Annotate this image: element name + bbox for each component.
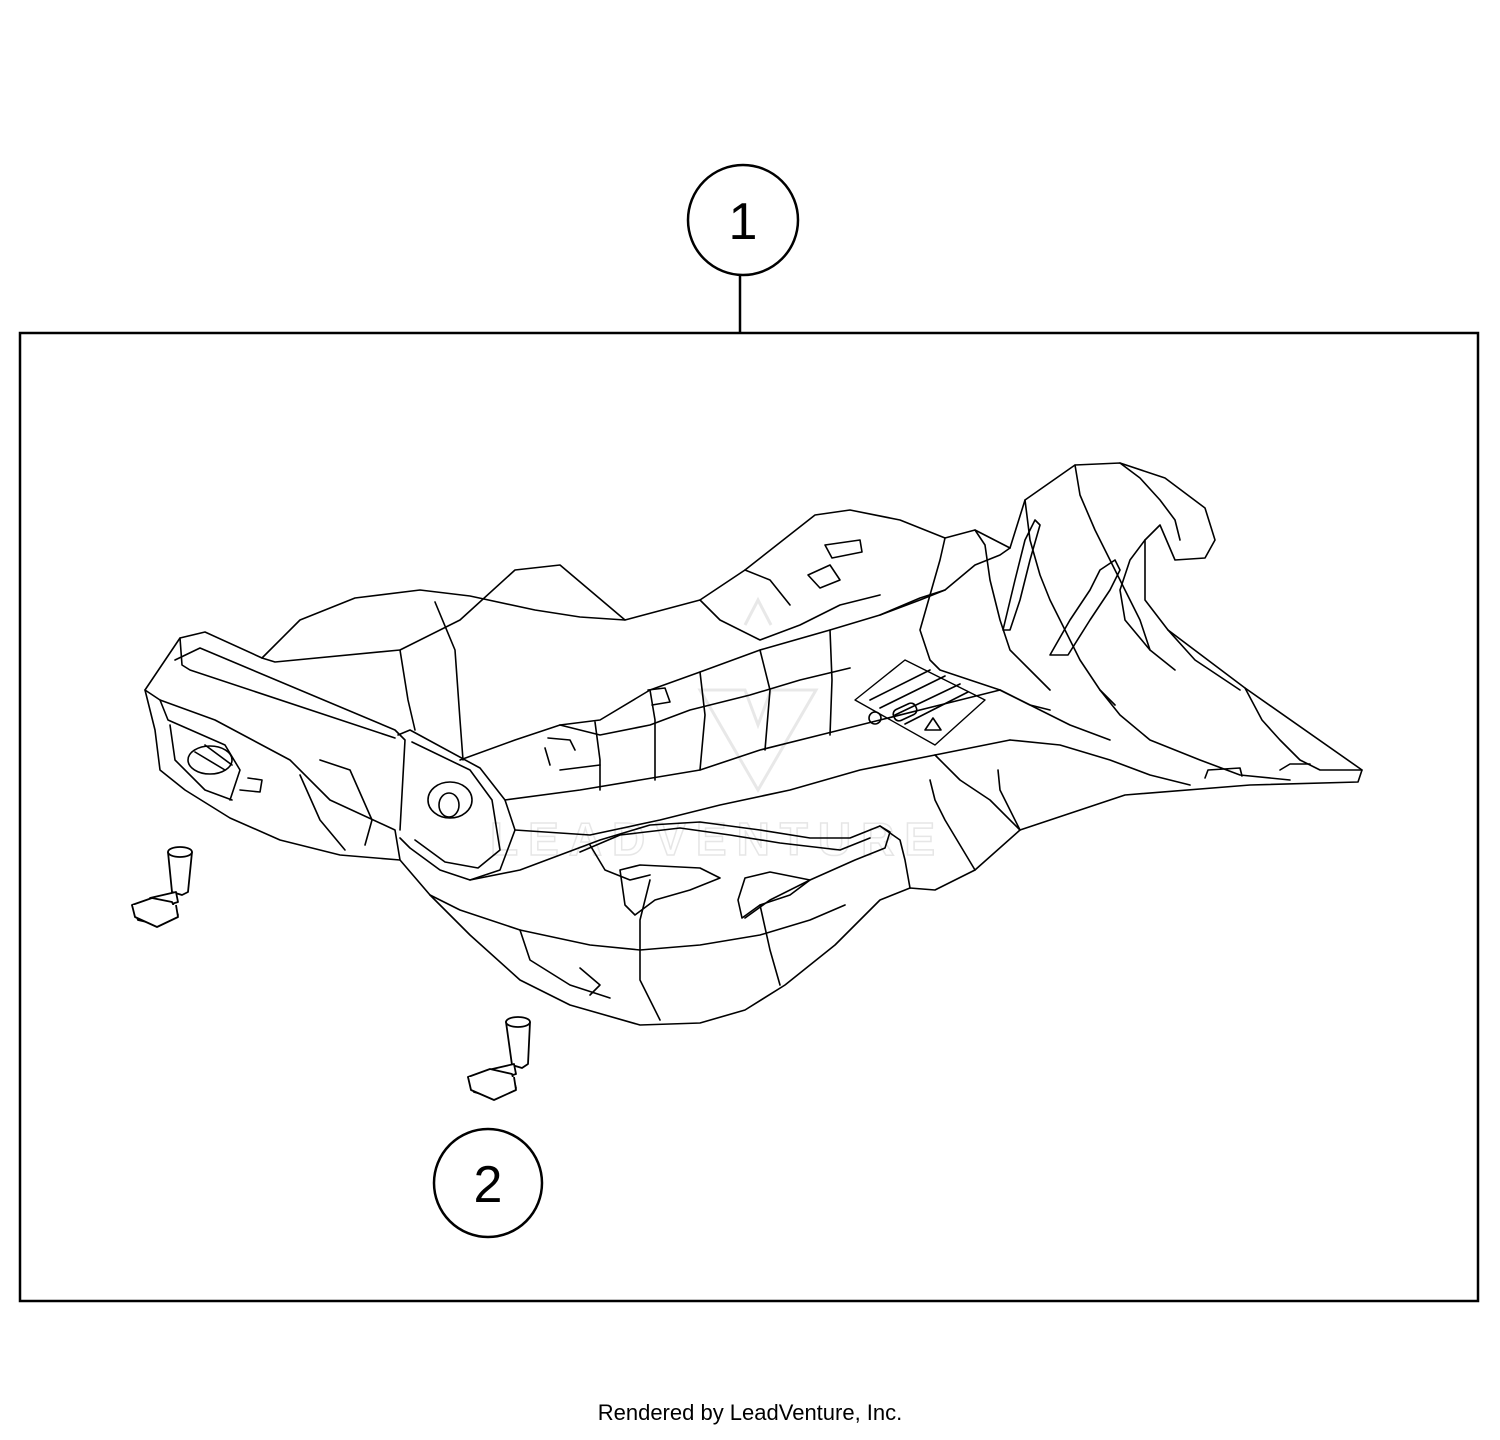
callout-1-label: 1: [729, 193, 758, 251]
callout-2[interactable]: 2: [432, 1127, 544, 1239]
flange-bolt-1-drawing: [131, 846, 193, 928]
warning-label-icon: [854, 659, 986, 746]
skid-plate-drawing: [144, 462, 1363, 1026]
diagram-frame: [18, 331, 1480, 1303]
footer-credit: Rendered by LeadVenture, Inc.: [597, 1400, 903, 1425]
callout-2-label: 2: [474, 1156, 503, 1214]
watermark-text: LEADVENTURE: [490, 813, 945, 865]
callout-1[interactable]: 1: [686, 163, 800, 333]
watermark-logo-icon: [697, 688, 819, 793]
flange-bolt-2-drawing: [467, 1016, 531, 1101]
watermark: LEADVENTURE: [489, 596, 945, 866]
